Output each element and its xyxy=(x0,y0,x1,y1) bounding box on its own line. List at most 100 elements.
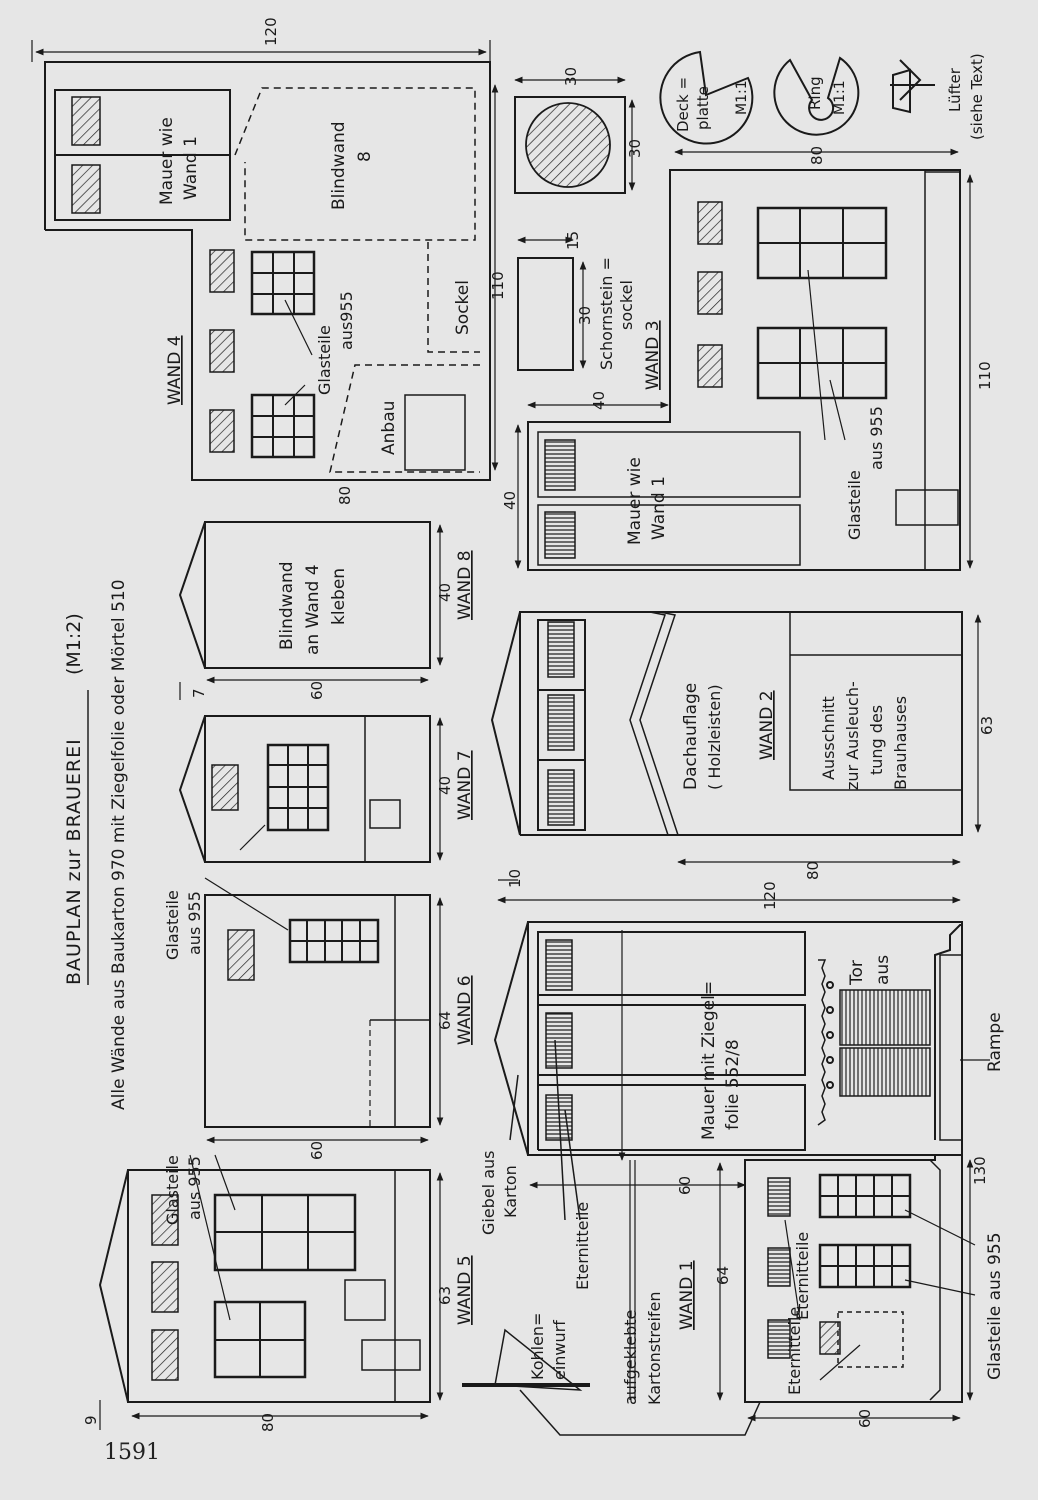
svg-text:Mauer wie: Mauer wie xyxy=(625,457,645,545)
svg-text:Giebel aus: Giebel aus xyxy=(479,1151,498,1236)
plan-title: BAUPLAN zur BRAUEREI xyxy=(63,738,85,985)
svg-text:80: 80 xyxy=(808,146,826,165)
wall-4-texts: Mauer wie Wand 1 Blindwand 8 Sockel Anba… xyxy=(157,117,473,455)
svg-text:aus 955: aus 955 xyxy=(867,406,886,470)
svg-text:Ring: Ring xyxy=(806,76,824,110)
svg-text:Eternitteile: Eternitteile xyxy=(793,1232,812,1320)
svg-text:60: 60 xyxy=(856,1409,874,1428)
svg-text:40: 40 xyxy=(436,776,454,795)
svg-text:7: 7 xyxy=(190,688,208,698)
svg-text:Eternitteile: Eternitteile xyxy=(785,1307,804,1395)
svg-text:80: 80 xyxy=(259,1413,277,1432)
wall-6-group xyxy=(204,877,444,1144)
svg-text:Mauer wie: Mauer wie xyxy=(157,117,177,205)
svg-text:Lüfter: Lüfter xyxy=(946,67,964,112)
svg-text:Karton: Karton xyxy=(501,1165,520,1218)
svg-text:Schornstein =: Schornstein = xyxy=(597,257,616,370)
svg-text:60: 60 xyxy=(308,1141,326,1160)
svg-text:zur Ausleuch-: zur Ausleuch- xyxy=(843,681,862,790)
wall-6-label: WAND 6 xyxy=(455,975,475,1045)
svg-text:30: 30 xyxy=(562,67,580,86)
svg-text:Glasteile: Glasteile xyxy=(163,890,182,960)
svg-text:60: 60 xyxy=(676,1176,694,1195)
wall-2-label: WAND 2 xyxy=(757,690,777,760)
svg-text:Ausschnitt: Ausschnitt xyxy=(819,696,838,780)
svg-text:120: 120 xyxy=(761,881,779,910)
plan-subtitle: Alle Wände aus Baukarton 970 mit Ziegelf… xyxy=(109,579,129,1110)
chimney-group xyxy=(514,76,636,371)
svg-text:Mauer mit Ziegel=: Mauer mit Ziegel= xyxy=(699,981,719,1140)
svg-text:aus 955: aus 955 xyxy=(185,1156,204,1220)
svg-text:platte: platte xyxy=(694,86,712,130)
annotations-lower xyxy=(462,1039,761,1436)
wall-8-group xyxy=(178,521,444,700)
svg-text:Glasteile: Glasteile xyxy=(845,470,864,540)
svg-text:30: 30 xyxy=(576,306,594,325)
deckplatte xyxy=(659,50,935,145)
svg-text:( Holzleisten): ( Holzleisten) xyxy=(705,684,724,790)
svg-text:Wand 1: Wand 1 xyxy=(181,136,201,200)
wall-1-group xyxy=(493,921,963,1400)
wall-7-group xyxy=(178,715,444,863)
svg-text:8: 8 xyxy=(355,151,375,162)
svg-text:63: 63 xyxy=(978,716,996,735)
svg-text:einwurf: einwurf xyxy=(550,1320,569,1380)
svg-text:Brauhauses: Brauhauses xyxy=(891,696,910,790)
dim-120-top xyxy=(31,40,491,62)
wall-5-group xyxy=(98,1154,444,1430)
wall-1-label: WAND 1 xyxy=(677,1260,697,1330)
svg-text:Tor: Tor xyxy=(847,960,867,986)
svg-text:120: 120 xyxy=(262,17,280,46)
wall-7-label: WAND 7 xyxy=(455,750,475,820)
svg-text:aus 955: aus 955 xyxy=(185,891,204,955)
svg-text:aus955: aus955 xyxy=(337,291,356,350)
svg-text:80: 80 xyxy=(336,486,354,505)
svg-text:kleben: kleben xyxy=(329,568,349,625)
svg-text:(siehe Text): (siehe Text) xyxy=(968,53,986,140)
svg-text:aufgeklebte: aufgeklebte xyxy=(621,1310,640,1405)
svg-text:110: 110 xyxy=(489,271,507,300)
svg-text:tung des: tung des xyxy=(867,705,886,775)
svg-text:40: 40 xyxy=(501,491,519,510)
svg-text:Kartonstreifen: Kartonstreifen xyxy=(645,1291,664,1405)
svg-text:10: 10 xyxy=(506,869,524,888)
svg-text:Sockel: Sockel xyxy=(453,280,473,335)
svg-text:Glasteile aus 955: Glasteile aus 955 xyxy=(985,1232,1005,1380)
svg-text:80: 80 xyxy=(804,861,822,880)
svg-text:Deck =: Deck = xyxy=(674,77,692,132)
plan-scale: (M1:2) xyxy=(63,613,85,675)
svg-text:Eternitteile: Eternitteile xyxy=(573,1202,592,1290)
svg-text:folie 552/8: folie 552/8 xyxy=(723,1039,743,1130)
svg-text:40: 40 xyxy=(436,583,454,602)
wall-3-group xyxy=(514,148,974,571)
svg-text:Rampe: Rampe xyxy=(985,1012,1005,1072)
wall-1-lower-group xyxy=(716,1154,976,1422)
svg-text:Glasteile: Glasteile xyxy=(163,1155,182,1225)
svg-text:Blindwand: Blindwand xyxy=(277,561,297,650)
svg-text:sockel: sockel xyxy=(617,280,636,330)
svg-text:9: 9 xyxy=(82,1415,100,1425)
svg-text:Kohlen=: Kohlen= xyxy=(528,1313,547,1380)
wall-3-label: WAND 3 xyxy=(643,320,663,390)
svg-text:15: 15 xyxy=(564,231,582,250)
wall-5-label: WAND 5 xyxy=(455,1255,475,1325)
svg-text:M1:1: M1:1 xyxy=(734,80,750,115)
svg-text:130: 130 xyxy=(971,1156,989,1185)
svg-text:aus: aus xyxy=(873,955,893,985)
wall-4-label: WAND 4 xyxy=(165,335,185,405)
svg-text:60: 60 xyxy=(308,681,326,700)
svg-text:M1:1: M1:1 xyxy=(832,80,848,115)
svg-text:64: 64 xyxy=(436,1011,454,1030)
wall-4-group xyxy=(44,61,491,481)
svg-text:Glasteile: Glasteile xyxy=(315,325,334,395)
svg-text:110: 110 xyxy=(976,361,994,390)
wall-8-label: WAND 8 xyxy=(455,550,475,620)
svg-text:Dachauflage: Dachauflage xyxy=(681,683,701,790)
wall-2-group xyxy=(490,611,982,866)
svg-text:an Wand 4: an Wand 4 xyxy=(303,564,323,655)
svg-text:63: 63 xyxy=(436,1286,454,1305)
svg-text:40: 40 xyxy=(590,391,608,410)
svg-text:30: 30 xyxy=(626,139,644,158)
svg-text:64: 64 xyxy=(714,1266,732,1285)
